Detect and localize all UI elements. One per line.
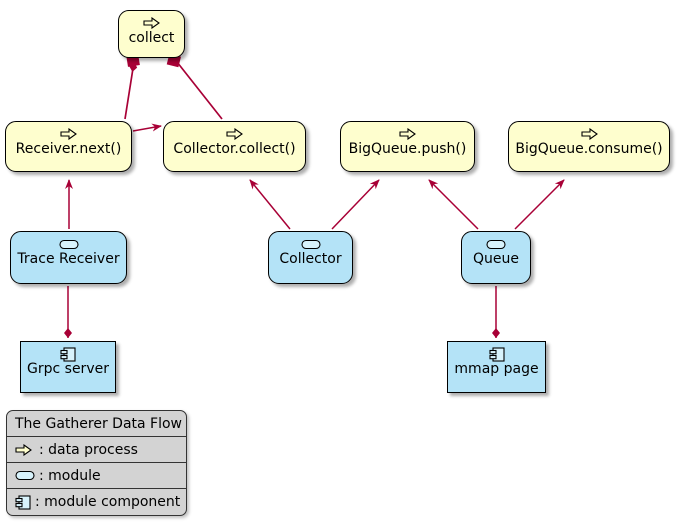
- node-label: Receiver.next(): [15, 141, 122, 157]
- data-process-arrow-icon: [15, 443, 35, 456]
- edge-receiver-next-to-collect: [124, 54, 140, 120]
- node-queue[interactable]: Queue: [461, 231, 531, 284]
- node-label: BigQueue.consume(): [515, 141, 663, 157]
- module-oval-icon: [486, 237, 506, 251]
- edge-collector-collect-to-collect: [166, 53, 223, 120]
- edge-receiver-next-to-collector-collect: [132, 123, 162, 132]
- edge-collector-to-bigqueue-push: [331, 179, 380, 230]
- data-process-arrow-icon: [580, 127, 598, 141]
- legend: The Gatherer Data Flow : data process : …: [6, 410, 187, 516]
- data-process-arrow-icon: [143, 16, 160, 30]
- node-bigqueue-consume[interactable]: BigQueue.consume(): [508, 121, 670, 172]
- node-label: Collector: [279, 251, 342, 267]
- legend-item-module: : module: [7, 463, 186, 489]
- legend-item-label: : module: [39, 467, 101, 484]
- node-label: collect: [128, 30, 175, 46]
- module-component-icon: [60, 346, 76, 362]
- data-process-arrow-icon: [60, 127, 77, 141]
- node-label: BigQueue.push(): [348, 141, 467, 157]
- node-trace-receiver[interactable]: Trace Receiver: [10, 231, 127, 284]
- legend-item-label: : module component: [35, 494, 181, 510]
- legend-item-data-process: : data process: [7, 437, 186, 463]
- module-oval-icon: [15, 470, 35, 481]
- module-component-icon: [15, 494, 31, 510]
- legend-title: The Gatherer Data Flow: [15, 415, 182, 432]
- data-process-arrow-icon: [399, 127, 416, 141]
- node-grpc-server[interactable]: Grpc server: [20, 341, 116, 393]
- node-collector-collect[interactable]: Collector.collect(): [163, 121, 306, 172]
- legend-title-row: The Gatherer Data Flow: [7, 411, 186, 437]
- node-label: Queue: [473, 251, 519, 267]
- edge-collector-to-collector-collect: [249, 179, 291, 230]
- node-bigqueue-push[interactable]: BigQueue.push(): [340, 121, 475, 172]
- node-label: mmap page: [454, 361, 539, 377]
- node-collector[interactable]: Collector: [268, 231, 353, 284]
- data-process-arrow-icon: [226, 127, 243, 141]
- legend-item-module-component: : module component: [7, 489, 186, 515]
- node-label: Grpc server: [27, 361, 109, 377]
- node-label: Trace Receiver: [17, 251, 120, 267]
- edge-queue-to-bigqueue-consume: [514, 179, 565, 230]
- module-oval-icon: [58, 237, 79, 251]
- node-mmap-page[interactable]: mmap page: [447, 341, 546, 393]
- node-label: Collector.collect(): [173, 141, 296, 157]
- module-component-icon: [488, 346, 505, 362]
- legend-item-label: : data process: [39, 441, 138, 458]
- edge-queue-to-bigqueue-push: [428, 179, 479, 230]
- module-oval-icon: [300, 237, 321, 251]
- node-collect[interactable]: collect: [118, 10, 185, 58]
- node-receiver-next[interactable]: Receiver.next(): [5, 121, 132, 172]
